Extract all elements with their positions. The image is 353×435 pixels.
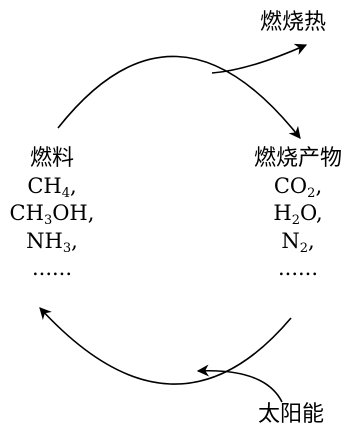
fuel-column: 燃料 CH4, CH3OH, NH3, ...... [0,145,104,283]
products-title: 燃烧产物 [253,146,342,171]
product-item: CO2, [273,173,323,201]
products-column: 燃烧产物 CO2, H2O, N2, ...... [244,145,352,283]
fuel-item: ...... [31,256,73,280]
product-item: H2O, [273,201,323,228]
solar-input-arrow [196,364,283,403]
fuel-title: 燃料 [29,146,74,171]
top-cycle-arrow [57,55,301,139]
bottom-cycle-arrow [39,307,292,385]
product-item: ...... [277,256,319,280]
fuel-item: CH4, [27,173,77,201]
combustion-heat-label: 燃烧热 [260,10,327,35]
fuel-item: CH3OH, [9,201,95,228]
fuel-item: NH3, [26,228,78,256]
heat-release-arrow [211,43,308,74]
solar-energy-label: 太阳能 [258,402,325,427]
product-item: N2, [281,228,315,256]
